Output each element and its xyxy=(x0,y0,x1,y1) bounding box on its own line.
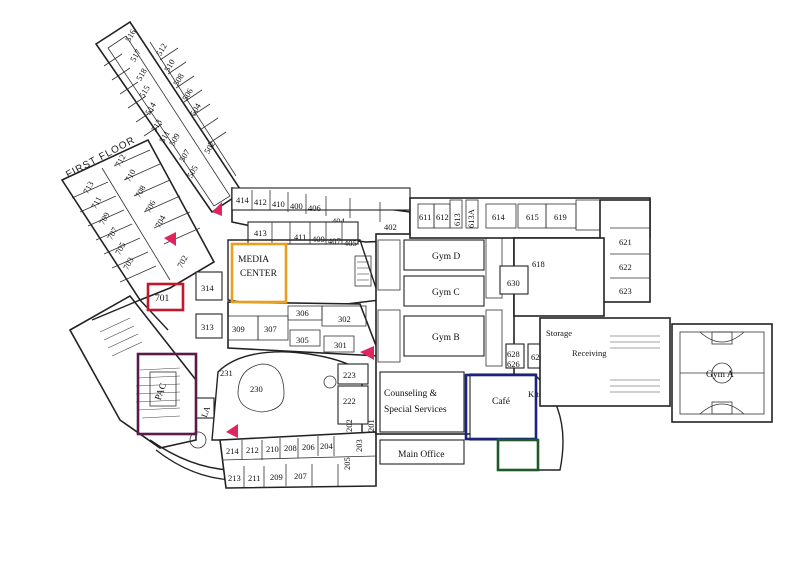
gym-b-label: Gym B xyxy=(432,333,460,343)
room-label: 314 xyxy=(201,283,215,293)
room-label: 301 xyxy=(334,340,347,350)
room-label: 230 xyxy=(250,384,263,394)
room-label: 413 xyxy=(254,228,267,238)
room-label: 223 xyxy=(343,370,356,380)
room-label: 201 xyxy=(366,419,376,432)
room-label: 621 xyxy=(619,237,632,247)
room-label: 208 xyxy=(284,443,297,453)
room-label: 512 xyxy=(154,41,169,57)
room-label: 626 xyxy=(507,359,520,369)
highlight-pac[interactable] xyxy=(136,352,198,436)
room-label: 615 xyxy=(526,212,539,222)
media-center-block: MEDIA CENTER xyxy=(227,239,381,311)
room-label: 212 xyxy=(246,445,259,455)
room-label: 614 xyxy=(492,212,506,222)
room-label: 400 xyxy=(290,201,303,211)
wing-500: 516 517 518 515 514 513 511 512 510 508 … xyxy=(94,20,244,214)
room-label: 618 xyxy=(532,259,545,269)
room-label: 305 xyxy=(296,335,309,345)
highlight-media-center[interactable] xyxy=(230,242,288,304)
room-label: 204 xyxy=(320,441,334,451)
wing-200: 214 212 210 208 206 204 202 213 211 209 … xyxy=(219,419,377,489)
room-label: 409 xyxy=(312,234,325,244)
room-label: 410 xyxy=(272,199,285,209)
room-label: 624 xyxy=(531,352,545,362)
core-block: 231 230 223 222 xyxy=(211,351,369,441)
room-label: 313 xyxy=(201,322,214,332)
room-701-label: 701 xyxy=(155,294,170,304)
location-marker[interactable] xyxy=(164,232,176,246)
room-label: 619 xyxy=(554,212,567,222)
media-center-label: CENTER xyxy=(240,269,278,279)
room-label: 211 xyxy=(248,473,260,483)
gym-c-label: Gym C xyxy=(432,288,460,298)
location-marker[interactable] xyxy=(360,346,374,360)
room-label: 402 xyxy=(384,222,397,232)
room-label: 405 xyxy=(344,238,357,248)
room-label: 411 xyxy=(294,232,306,242)
receiving-label: Receiving xyxy=(572,348,607,358)
room-label: 630 xyxy=(507,278,520,288)
cafe-label: Café xyxy=(492,396,510,407)
room-label: 205 xyxy=(342,457,352,470)
gym-d-label: Gym D xyxy=(432,252,460,262)
wing-700: 713 711 709 707 705 703 712 710 708 706 … xyxy=(60,138,216,301)
room-label: 213 xyxy=(228,473,241,483)
room-label: 207 xyxy=(294,471,307,481)
room-label: 307 xyxy=(264,324,277,334)
room-label: 613A xyxy=(466,208,476,228)
room-label: 611 xyxy=(419,212,431,222)
room-label: 206 xyxy=(302,442,315,452)
room-label: 309 xyxy=(232,324,245,334)
room-label: 203 xyxy=(354,439,364,452)
room-label: 210 xyxy=(266,444,279,454)
room-label: 231 xyxy=(220,368,233,378)
room-label: 508 xyxy=(171,71,186,87)
gym-a-label: Gym A xyxy=(706,370,734,380)
room-label: 406 xyxy=(308,203,321,213)
media-center-label: MEDIA xyxy=(238,255,269,265)
counseling-label: Counseling & xyxy=(384,389,438,399)
room-label: 412 xyxy=(254,197,267,207)
highlight-main-office-front[interactable] xyxy=(496,438,540,472)
storage-label: Storage xyxy=(546,328,572,338)
location-marker[interactable] xyxy=(212,202,222,216)
pac-block: PAC LA xyxy=(68,294,233,481)
room-label: 222 xyxy=(343,396,356,406)
room-label: 407 xyxy=(328,236,341,246)
room-label: 302 xyxy=(338,314,351,324)
room-label: 202 xyxy=(344,419,354,432)
room-label: 306 xyxy=(296,308,309,318)
room-label: 613 xyxy=(452,213,462,226)
highlight-room-701[interactable] xyxy=(146,282,185,312)
room-label: 209 xyxy=(270,472,283,482)
room-label: 214 xyxy=(226,446,240,456)
wing-600: 611 612 613 613A 614 615 619 620 621 622… xyxy=(409,197,671,407)
location-marker[interactable] xyxy=(226,424,238,438)
room-label: 612 xyxy=(436,212,449,222)
room-label: 404 xyxy=(332,216,346,226)
gym-a-block: Gym A xyxy=(671,323,773,423)
room-label: 623 xyxy=(619,286,632,296)
wing-300: 314 313 309 307 306 305 302 301 xyxy=(195,271,382,357)
room-label: 414 xyxy=(236,195,250,205)
counseling-label: Special Services xyxy=(384,405,447,415)
room-label: 628 xyxy=(507,349,520,359)
room-label: 622 xyxy=(619,262,632,272)
room-label: 510 xyxy=(162,57,177,73)
la-label: LA xyxy=(199,404,213,419)
main-office-label: Main Office xyxy=(398,449,445,460)
